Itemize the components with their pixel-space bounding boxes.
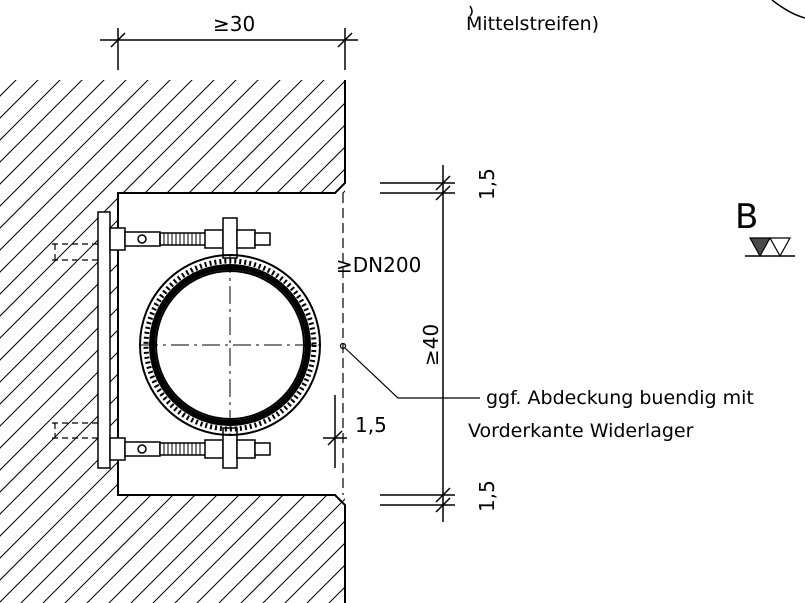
hatch-line [730, 0, 805, 603]
hatch-line [796, 0, 805, 603]
hatch-line [620, 0, 805, 603]
hatch-line [0, 80, 339, 603]
hatch-line [642, 0, 805, 603]
top-thread-marks [163, 233, 201, 245]
hatch-line [267, 80, 345, 603]
hatch-line [47, 80, 345, 603]
bottom-threaded-rod [109, 427, 271, 469]
hatch-line [0, 80, 185, 603]
hatch-line [510, 0, 805, 603]
mounting-plate [97, 211, 111, 469]
hatch-line [91, 80, 345, 603]
height-label: ≥40 [419, 324, 443, 366]
hatch-line [466, 0, 805, 603]
bottom-thread-marks [163, 443, 201, 455]
hatch-line [135, 80, 345, 603]
note-bracket [469, 5, 473, 17]
hatch-line [333, 80, 345, 603]
hatch-line [201, 80, 345, 603]
section-marker-icon [745, 237, 795, 258]
hatch-line [0, 80, 345, 603]
hatch-line [356, 0, 805, 603]
top-note: Mittelstreifen) [466, 13, 599, 35]
hatch-line [69, 80, 345, 603]
pipe-size-label: ≥DN200 [336, 253, 421, 277]
width-label: ≥30 [213, 12, 255, 36]
hatch-line [0, 80, 207, 603]
hatch-line [113, 80, 345, 603]
callout-line-2: Vorderkante Widerlager [468, 420, 694, 442]
clearance-label: 1,5 [355, 413, 387, 437]
hatch-line [0, 80, 119, 603]
hatch-line [0, 80, 141, 603]
hatch-line [0, 80, 345, 603]
clearance-dimension [323, 395, 347, 468]
hatch-line [289, 80, 345, 603]
hatch-line [774, 0, 805, 603]
hatch-line [311, 80, 345, 603]
hatch-line [0, 80, 345, 603]
hatch-line [686, 0, 805, 603]
hatch-line [0, 80, 163, 603]
hatch-line [576, 0, 805, 603]
callout-leader [339, 342, 480, 399]
hatch-line [157, 80, 345, 603]
wall-outline [117, 80, 346, 603]
hatch-line [378, 0, 805, 603]
hatch-line [400, 0, 805, 603]
note-bracket-right [771, 0, 805, 19]
hatch-line [179, 80, 345, 603]
hatch-line [0, 80, 295, 603]
hatch-line [532, 0, 805, 603]
hatch-line [0, 80, 251, 603]
hatch-line [0, 80, 345, 603]
hatch-line [0, 80, 273, 603]
hatch-line [0, 80, 229, 603]
hatch-line [488, 0, 805, 603]
anchor-bolts [52, 243, 98, 439]
hatch-line [0, 80, 53, 603]
hatch-line [0, 80, 317, 603]
hatch-line [708, 0, 805, 603]
height-dimension [380, 165, 455, 522]
top-threaded-rod [109, 217, 271, 259]
section-letter: B [735, 197, 758, 237]
hatch-line [598, 0, 805, 603]
hatch-line [554, 0, 805, 603]
hatch-line [752, 0, 805, 603]
gap-top-label: 1,5 [475, 168, 499, 200]
hatch-line [664, 0, 805, 603]
pipe-centerlines [140, 255, 320, 435]
callout-line-1: ggf. Abdeckung buendig mit [486, 387, 754, 409]
hatch-line [245, 80, 345, 603]
width-dimension [100, 28, 358, 70]
gap-bottom-label: 1,5 [475, 480, 499, 512]
hatch-line [223, 80, 345, 603]
